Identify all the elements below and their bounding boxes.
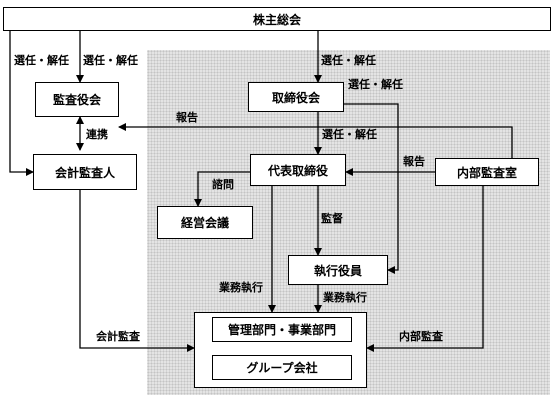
edge-auditor-to-departments bbox=[79, 190, 195, 352]
edge-president-to-council bbox=[194, 171, 250, 207]
label-internal-audit: 内部監査 bbox=[399, 330, 443, 343]
edge-internal-audit-report-top bbox=[118, 123, 513, 160]
label-accounting-audit: 会計監査 bbox=[96, 330, 140, 343]
departments-box: 管理部門・事業部門 bbox=[212, 317, 352, 342]
label-business-exec-left: 業務執行 bbox=[219, 281, 263, 294]
shareholders-meeting-box: 株主総会 bbox=[3, 7, 551, 31]
label-supervision: 監督 bbox=[321, 212, 343, 225]
label-elect-dismiss-mid: 選任・解任 bbox=[83, 54, 138, 67]
executive-officers-box: 執行役員 bbox=[288, 255, 388, 285]
edge-internal-audit-to-departments bbox=[366, 186, 484, 352]
label-elect-dismiss-exec: 選任・解任 bbox=[348, 78, 403, 91]
audit-board-box: 監査役会 bbox=[35, 82, 119, 117]
label-cooperation: 連携 bbox=[86, 128, 108, 141]
label-elect-dismiss-president: 選任・解任 bbox=[322, 128, 377, 141]
president-box: 代表取締役 bbox=[250, 154, 346, 186]
edge-board-to-exec bbox=[344, 103, 399, 274]
label-elect-dismiss-board: 選任・解任 bbox=[321, 54, 376, 67]
edge-shareholders-to-auditor bbox=[9, 30, 34, 176]
accounting-auditor-box: 会計監査人 bbox=[33, 154, 137, 190]
label-elect-dismiss-left: 選任・解任 bbox=[14, 54, 69, 67]
label-report-right: 報告 bbox=[403, 155, 425, 168]
internal-audit-office-box: 内部監査室 bbox=[435, 158, 539, 186]
label-report-top: 報告 bbox=[176, 111, 198, 124]
board-of-directors-box: 取締役会 bbox=[248, 82, 344, 112]
label-business-exec-right: 業務執行 bbox=[323, 291, 367, 304]
group-companies-box: グループ会社 bbox=[212, 355, 352, 380]
label-consultation: 諮問 bbox=[212, 178, 234, 191]
management-council-box: 経営会議 bbox=[157, 206, 253, 239]
